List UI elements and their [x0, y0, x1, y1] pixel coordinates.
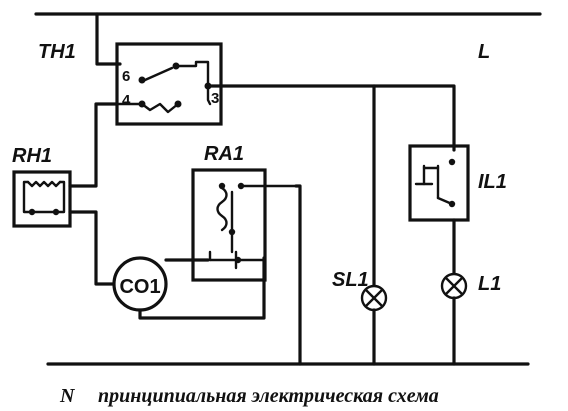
wire-th1-4-to-rh1: [68, 102, 119, 188]
rh1-label: RH1: [12, 145, 52, 167]
switch-il1-box: [408, 144, 470, 222]
relay-ra1-box: [191, 168, 267, 282]
thermostat-th1-box: [115, 42, 223, 126]
th1-contact-6: [138, 76, 146, 84]
il1-label: IL1: [478, 171, 507, 193]
rh1-right-leg: [54, 180, 66, 214]
ra1-coil: [216, 186, 228, 232]
wire-l-to-th1: [95, 12, 122, 66]
sl1-label: SL1: [332, 269, 369, 291]
lamp-l1: [440, 272, 468, 300]
wire-rh1-to-co1: [68, 210, 116, 286]
th1-switch-arm-lower: [140, 102, 180, 114]
l1-label: L1: [478, 273, 501, 295]
ra1-top-node: [218, 182, 226, 190]
il1-top-node: [448, 158, 456, 166]
th1-contact-4b: [174, 100, 182, 108]
il1-link: [436, 196, 454, 206]
wire-co1-bottom: [138, 256, 266, 320]
line-label: L: [478, 41, 490, 63]
relay-heater-rh1-box: [12, 170, 72, 228]
rh1-heater-coil: [26, 180, 62, 188]
diagram-caption: принципиальная электрическая схема: [98, 385, 439, 407]
wire-ra1-to-n: [294, 184, 302, 366]
th1-pin-6: 6: [122, 68, 130, 85]
wire-th1-3-to-right: [206, 84, 456, 152]
th1-label: TH1: [38, 41, 76, 63]
th1-top-bar: [174, 60, 210, 88]
co1-label: CO1: [119, 276, 160, 298]
th1-switch-arm-upper: [143, 66, 174, 82]
ra1-label: RA1: [204, 143, 244, 165]
th1-pin-3: 3: [211, 90, 219, 107]
neutral-label: N: [59, 385, 76, 407]
th1-right-link: [206, 84, 212, 106]
th1-pin-4: 4: [122, 92, 131, 109]
rh1-left-leg: [22, 180, 34, 214]
